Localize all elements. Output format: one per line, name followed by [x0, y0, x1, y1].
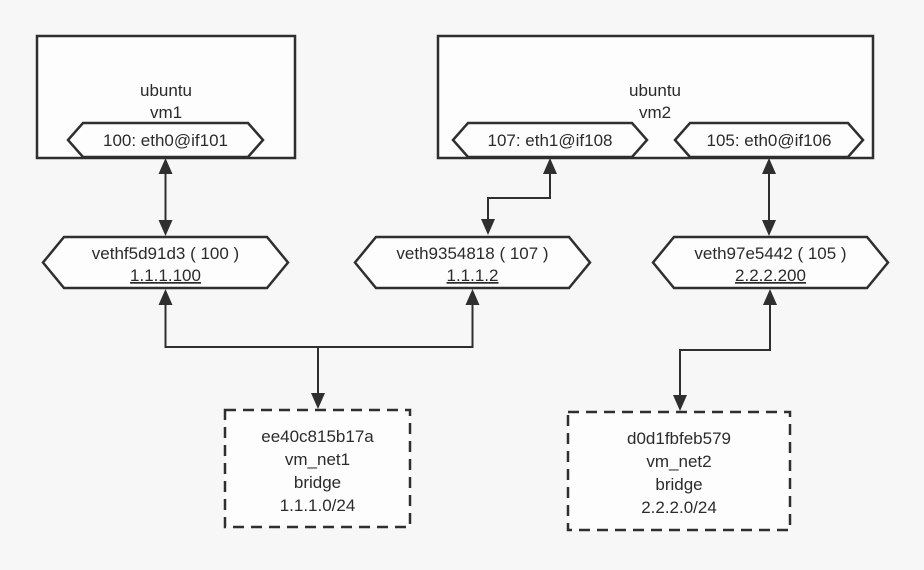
bridge2-box [566, 410, 792, 532]
vm1-os-label: ubuntu [140, 81, 192, 100]
veth1-hexagon [41, 235, 290, 290]
arrowhead-up-icon [763, 289, 777, 305]
arrowhead-down-icon [762, 220, 776, 236]
vm2-eth0-hexagon [673, 121, 865, 159]
veth2-node: veth9354818 ( 107 ) 1.1.1.2 [353, 235, 592, 290]
veth2-hexagon [353, 235, 592, 290]
veth1-node: vethf5d91d3 ( 100 ) 1.1.1.100 [41, 235, 290, 290]
veth1-label: vethf5d91d3 ( 100 ) [92, 244, 239, 263]
link-veth3-bridge2 [673, 289, 777, 411]
vm2-eth1-hexagon [451, 121, 649, 159]
arrowhead-up-icon [762, 158, 776, 174]
vm2-node: ubuntu vm2 107: eth1@if108 105: eth0@if1… [436, 34, 875, 160]
vm2-eth1-label: 107: eth1@if108 [487, 131, 612, 150]
veth2-ip: 1.1.1.2 [447, 266, 499, 285]
arrowhead-up-icon [543, 158, 557, 174]
link-veths-bridge1 [158, 289, 480, 409]
bridge1-name: vm_net1 [285, 450, 350, 469]
arrowhead-up-icon [158, 289, 173, 305]
vm1-eth0-hexagon [66, 121, 265, 159]
link-bus-line [164, 302, 474, 348]
bridge2-driver: bridge [655, 475, 702, 494]
link-vm2eth1-veth2 [481, 158, 557, 235]
veth2-label: veth9354818 ( 107 ) [396, 244, 548, 263]
arrowhead-down-icon [481, 219, 495, 235]
veth3-hexagon [651, 235, 890, 290]
veth3-label: veth97e5442 ( 105 ) [694, 244, 846, 263]
bridge2-name: vm_net2 [646, 452, 711, 471]
veth3-ip: 2.2.2.200 [735, 266, 806, 285]
arrowhead-down-icon [311, 393, 325, 409]
bridge1-driver: bridge [294, 473, 341, 492]
link-vm1-veth1 [158, 158, 173, 236]
vm2-name-label: vm2 [639, 103, 671, 122]
bridge1-id: ee40c815b17a [261, 427, 374, 446]
vm1-name-label: vm1 [150, 103, 182, 122]
vm2-eth0-label: 105: eth0@if106 [706, 131, 831, 150]
arrowhead-down-icon [673, 395, 687, 411]
vm1-node: ubuntu vm1 100: eth0@if101 [35, 34, 297, 160]
link-line [487, 172, 551, 221]
arrowhead-up-icon [465, 289, 480, 305]
bridge1-box [223, 408, 412, 529]
veth3-node: veth97e5442 ( 105 ) 2.2.2.200 [651, 235, 890, 290]
arrowhead-up-icon [158, 158, 173, 174]
arrowhead-down-icon [158, 220, 173, 236]
bridge2-id: d0d1fbfeb579 [627, 429, 731, 448]
link-vm2eth0-veth3 [762, 158, 776, 236]
veth1-ip: 1.1.1.100 [130, 266, 201, 285]
bridge1-node: ee40c815b17a vm_net1 bridge 1.1.1.0/24 [223, 408, 412, 529]
bridge2-subnet: 2.2.2.0/24 [641, 498, 717, 517]
link-line [679, 302, 771, 397]
vm2-os-label: ubuntu [629, 81, 681, 100]
bridge1-subnet: 1.1.1.0/24 [280, 496, 356, 515]
vm1-eth0-label: 100: eth0@if101 [103, 131, 228, 150]
bridge2-node: d0d1fbfeb579 vm_net2 bridge 2.2.2.0/24 [566, 410, 792, 532]
